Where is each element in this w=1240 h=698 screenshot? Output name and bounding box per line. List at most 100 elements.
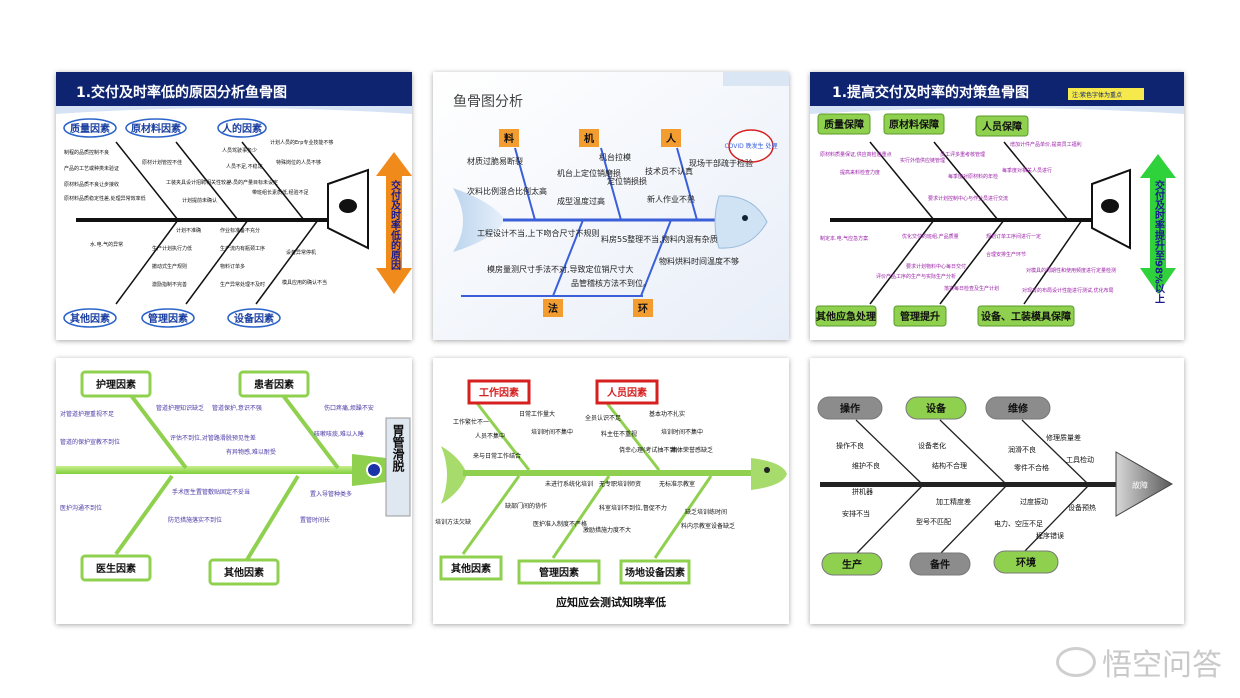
category-p3-4: 管理提升 (893, 305, 947, 327)
cause-upper-10: 计划人员的Erp专业技能不够 (270, 139, 333, 146)
category-label: 场地设备因素 (625, 566, 685, 579)
cause-upper-9: 工具检动 (1066, 455, 1094, 464)
panel6-head-label: 故障 (1132, 480, 1148, 490)
category-p6-5: 环境 (993, 550, 1059, 574)
category-label: 生产 (842, 558, 862, 571)
cause-upper-2: 全员认识不足 (585, 414, 621, 422)
cause-lower-5: 程序错误 (1036, 531, 1064, 540)
cause-upper-7: 零件不合格 (1014, 463, 1049, 472)
cause-lower-7: 培训方法欠缺 (435, 518, 471, 526)
cause-upper-7: 人员驾驶事务少 (222, 147, 257, 154)
category-p5-1: 人员因素 (595, 379, 659, 405)
cause-lower-2: 防范措施落实不到位 (168, 516, 222, 524)
category-label: 环境 (1016, 556, 1036, 569)
category-label: 其他应急处理 (816, 310, 876, 323)
cause-lower-2: 无标准示教室 (659, 480, 695, 488)
panel2-title: 鱼骨图分析 (453, 93, 523, 110)
cause-upper-2: 拼机器 (852, 487, 873, 496)
cause-upper-6: 润滑不良 (1008, 445, 1036, 454)
cause-upper-3: 原材料品质稳定性差,处理异常效率低 (64, 195, 146, 202)
category-label: 法 (548, 302, 558, 315)
category-label: 管理因素 (148, 312, 188, 325)
cause-upper-3: 安排不当 (842, 509, 870, 518)
cause-upper-5: 伤口疼痛,烦躁不安 (324, 404, 374, 412)
category-p1-3: 其他因素 (63, 308, 117, 328)
cause-upper-11: 特殊岗位的人员不够 (276, 159, 321, 166)
cause-upper-4: 设备老化 (918, 441, 946, 450)
cause-upper-7: 新人作业不熟 (647, 194, 695, 204)
cause-lower-0: 医护沟通不到位 (60, 504, 102, 512)
watermark-text: 悟空问答 (1102, 648, 1222, 683)
category-label: 维修 (1008, 402, 1029, 415)
cause-lower-4: 落实每日检查及生产计划 (944, 285, 999, 292)
category-p6-0: 操作 (817, 396, 883, 420)
category-label: 护理因素 (96, 378, 136, 391)
category-p5-3: 管理因素 (517, 559, 601, 585)
cause-lower-0: 制定本.电.气应急方案 (820, 235, 868, 242)
cause-lower-5: 作业标准备不充分 (220, 227, 260, 234)
cause-lower-0: 未进行系统化培训 (545, 480, 593, 488)
cause-upper-5: 工装夹具设计招聘相关性较差 (166, 179, 231, 186)
panel-failure-fishbone: 故障 操作设备维修生产备件环境 操作不良维护不良拼机器安排不当设备老化结构不合理… (810, 358, 1184, 624)
panel-tube-fishbone: 胃管滑脱 护理因素患者因素医生因素其他因素 对管道护理重视不足管道护理知识缺乏管… (56, 358, 412, 624)
category-p5-0: 工作因素 (467, 379, 531, 405)
cause-lower-5: 科室培训不到位,督促不力 (599, 504, 667, 512)
category-p2-2: 人 (661, 129, 681, 147)
category-label: 备件 (929, 558, 950, 571)
cause-lower-4: 缺部门间的协作 (505, 502, 547, 510)
category-label: 操作 (840, 402, 860, 415)
category-p2-3: 法 (543, 299, 563, 317)
panel5-caption: 应知应会测试知晓率低 (556, 595, 666, 609)
category-label: 设备因素 (234, 312, 274, 325)
cause-upper-2: 实行外借供应链管理 (900, 157, 945, 164)
category-p1-2: 人的因素 (217, 118, 267, 138)
category-p5-4: 场地设备因素 (619, 559, 691, 585)
panel3-title: 1.提高交付及时率的对策鱼骨图 (832, 84, 1029, 101)
category-p3-5: 设备、工装模具保障 (977, 305, 1075, 327)
cause-upper-1: 提高来料检查力度 (840, 169, 880, 176)
cause-upper-1: 日常工作量大 (519, 410, 555, 418)
cause-lower-1: 手术医生置管敷贴固定不妥当 (172, 488, 250, 496)
category-label: 管理因素 (539, 566, 579, 579)
category-p2-1: 机 (579, 129, 599, 147)
category-p2-0: 料 (499, 129, 519, 147)
category-label: 患者因素 (254, 378, 294, 391)
panel1-head-label: 交付及时率低的原因 (389, 179, 402, 271)
cause-lower-2: 过度振动 (1020, 497, 1048, 506)
cause-upper-8: 现场干部疏于检验 (689, 158, 753, 168)
panel3-note: 注:紫色字体为重点 (1072, 91, 1122, 99)
category-p5-2: 其他因素 (439, 555, 503, 581)
category-label: 原材料保障 (889, 118, 939, 131)
cause-upper-9: 人员的产量目标未设定 (228, 179, 278, 186)
category-label: 设备、工装模具保障 (981, 310, 1071, 323)
category-p1-5: 设备因素 (227, 308, 281, 328)
cause-upper-7: 培训时间不集中 (661, 428, 703, 436)
cause-lower-3: 缺乏培训练时间 (685, 508, 727, 516)
cause-lower-3: 设备预热 (1068, 503, 1096, 512)
category-label: 质量保障 (824, 118, 864, 131)
panel-material-fishbone: 鱼骨图分析 COVID 晚发生 处理 料机人法环 材质过脆易断裂次料比例混合比例… (433, 72, 789, 340)
category-p1-4: 管理因素 (141, 308, 195, 328)
cause-upper-6: 料主任不重视 (601, 430, 637, 438)
category-label: 人员保障 (982, 120, 1022, 133)
cause-upper-6: 计划提前未确认 (182, 197, 217, 204)
category-label: 其他因素 (70, 312, 110, 325)
cause-upper-3: 成型温度过高 (557, 196, 605, 206)
cause-upper-2: 管道的保护宣教不到位 (60, 438, 120, 446)
cause-upper-8: 人员不足,不稳定 (226, 163, 263, 170)
cause-lower-7: 物料订单多 (220, 263, 245, 270)
category-p4-3: 其他因素 (208, 558, 280, 586)
category-label: 工作因素 (479, 386, 519, 399)
category-label: 医生因素 (96, 562, 136, 575)
cause-lower-4: 置管时间长 (300, 516, 330, 524)
category-p3-2: 人员保障 (975, 115, 1029, 137)
cause-upper-5: 增加计件产品单价,提高员工福利 (1010, 141, 1082, 148)
cause-upper-10: 集体荣誉感缺乏 (671, 446, 713, 454)
cause-upper-1: 管道护理知识缺乏 (156, 404, 204, 412)
cause-lower-4: 物料烘料时间温度不够 (659, 256, 739, 266)
cause-lower-10: 模具应用的确认不当 (282, 279, 327, 286)
category-label: 人 (666, 132, 677, 145)
category-label: 人的因素 (222, 122, 262, 135)
cause-lower-1: 无专职培训师资 (599, 480, 641, 488)
cause-lower-9: 激励措施力度不大 (583, 526, 631, 534)
